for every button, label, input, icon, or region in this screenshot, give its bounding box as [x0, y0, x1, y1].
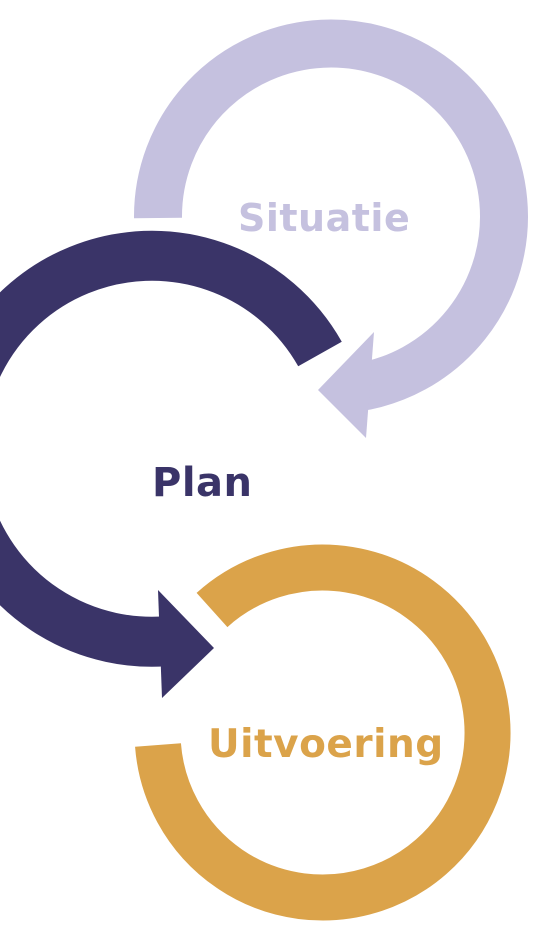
label-situatie: Situatie — [238, 196, 411, 240]
uitvoering-ring — [135, 544, 511, 921]
uitvoering-arc — [135, 544, 511, 921]
plan-arc — [0, 230, 342, 667]
situatie-arrowhead — [318, 332, 374, 438]
label-plan: Plan — [152, 460, 253, 506]
plan-arrow — [0, 230, 342, 698]
label-uitvoering: Uitvoering — [208, 722, 444, 767]
plan-arrowhead — [158, 590, 214, 698]
situatie-arc — [133, 19, 528, 412]
situatie-arrow — [133, 19, 528, 438]
